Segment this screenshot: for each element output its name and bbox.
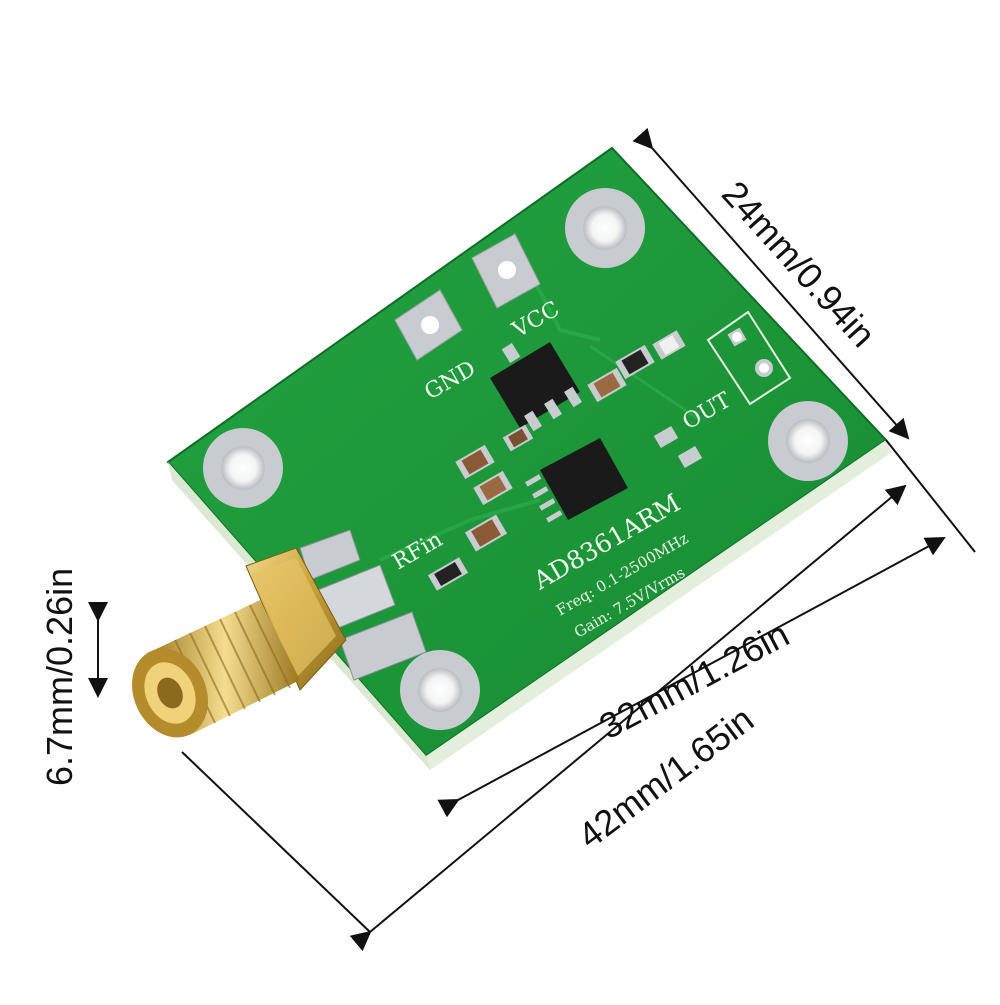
sma-connector: [132, 547, 347, 738]
regulator-chip: [490, 342, 583, 432]
mounting-hole-right: [768, 401, 848, 481]
mounting-hole-bottom: [400, 650, 480, 730]
mounting-hole-top: [565, 188, 645, 268]
dimension-thickness-label: 6.7mm/0.26in: [39, 568, 80, 786]
gnd-pad: [394, 289, 463, 361]
vcc-pad: [471, 233, 541, 309]
dimension-line-total-width: [181, 439, 976, 952]
dimension-line-height: [632, 127, 910, 440]
mounting-hole-left: [203, 428, 283, 508]
